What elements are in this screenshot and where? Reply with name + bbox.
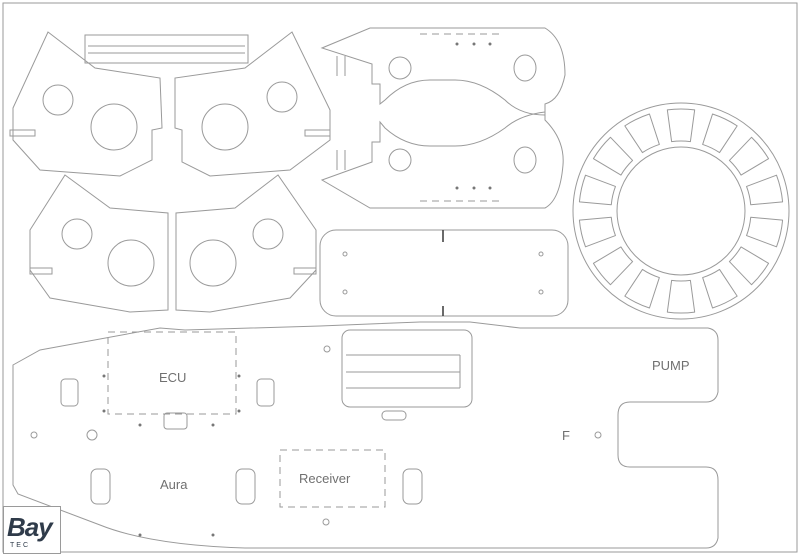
ring-segment-cutout — [578, 216, 616, 248]
winged-plate-mid-left — [29, 174, 169, 313]
winged-plate-top-right — [174, 31, 331, 177]
brand-logo-name: Bay — [7, 512, 53, 542]
ring-segment-cutout — [746, 174, 784, 206]
label-aura: Aura — [160, 477, 188, 492]
ring-segment-cutout — [666, 108, 696, 143]
rounded-plate — [319, 229, 569, 317]
label-ecu: ECU — [159, 370, 186, 385]
top-strip — [84, 34, 249, 64]
label-receiver: Receiver — [299, 471, 351, 486]
ring-segment-cutout — [578, 174, 616, 206]
bracket-upper — [320, 27, 566, 116]
ring-segment-cutout — [728, 246, 770, 286]
label-f: F — [562, 428, 570, 443]
segmented-ring — [572, 102, 790, 320]
ring-segment-cutout — [592, 246, 634, 286]
winged-plate-top-left — [9, 31, 163, 177]
brand-logo — [3, 506, 61, 554]
ring-segment-cutout — [592, 136, 634, 176]
ring-segment-cutout — [702, 268, 738, 309]
main-base-plate — [12, 321, 719, 549]
label-pump: PUMP — [652, 358, 690, 373]
winged-plate-mid-right — [175, 174, 317, 313]
ring-segment-cutout — [666, 279, 696, 314]
ring-segment-cutout — [746, 216, 784, 248]
ring-segment-cutout — [624, 268, 660, 309]
ring-segment-cutout — [702, 113, 738, 154]
bracket-lower — [320, 111, 564, 209]
ring-segment-cutout — [624, 113, 660, 154]
brand-logo-sub: TEC — [10, 542, 30, 549]
ring-segment-cutout — [728, 136, 770, 176]
